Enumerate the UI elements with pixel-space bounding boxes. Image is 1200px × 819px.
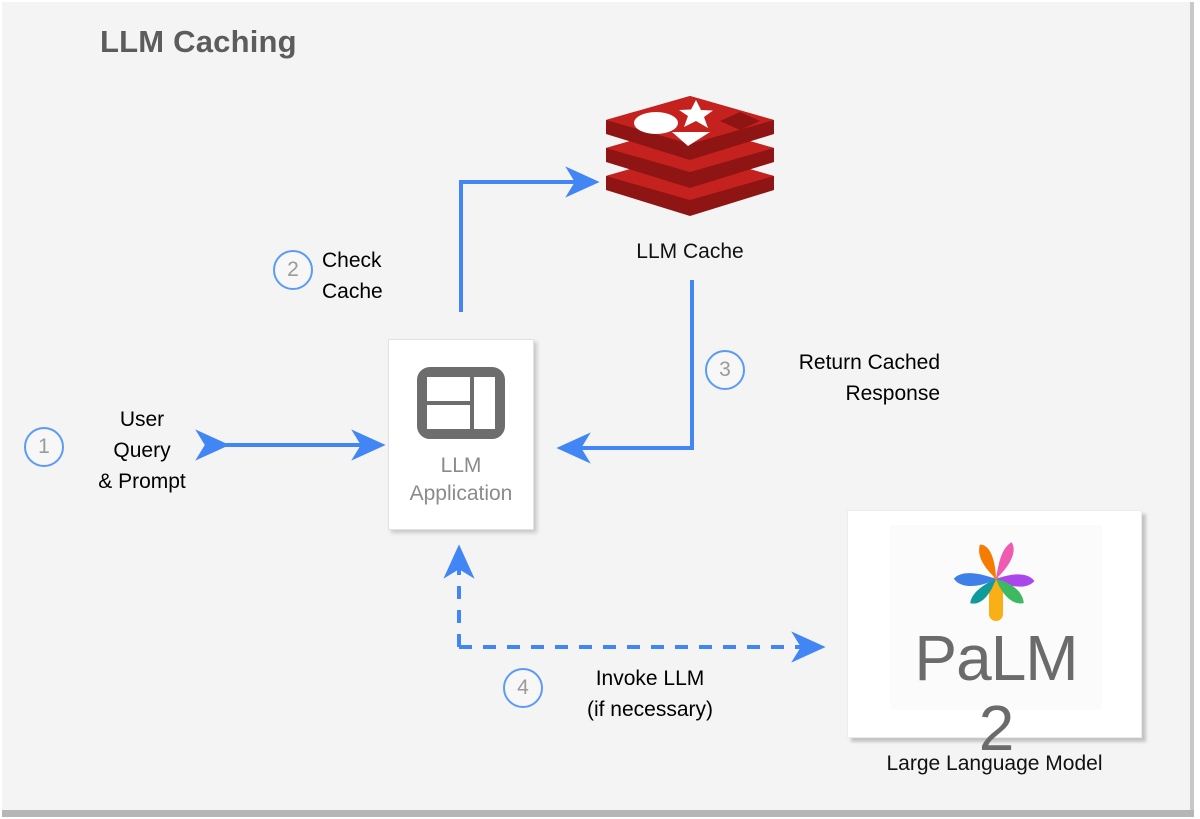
arrow-return-cached-response — [556, 280, 694, 464]
redis-logo-icon — [600, 90, 780, 220]
page-edge — [1190, 2, 1194, 812]
palm-wordmark: PaLM 2 — [914, 622, 1078, 764]
llm-application-node[interactable]: LLM Application — [388, 339, 534, 530]
llm-cache-caption: LLM Cache — [636, 240, 744, 263]
palm-pinwheel-logo-icon — [953, 542, 1035, 621]
step-number-3: 3 — [705, 350, 745, 390]
step-number-4: 4 — [503, 668, 543, 708]
app-window-layout-icon — [417, 367, 505, 439]
step-number-1: 1 — [24, 427, 64, 467]
step-number-2: 2 — [273, 250, 313, 290]
llm-application-caption: LLM Application — [409, 454, 513, 505]
step-label-invoke-llm: Invoke LLM (if necessary) — [586, 667, 714, 721]
arrow-invoke-llm — [443, 544, 826, 663]
step-label-check-cache: Check Cache — [322, 249, 383, 303]
step-label-return-cached-response: Return Cached Response — [798, 351, 940, 405]
arrow-check-cache — [459, 166, 600, 312]
large-language-model-caption: Large Language Model — [886, 752, 1103, 775]
large-language-model-node[interactable]: PaLM 2 — [847, 510, 1142, 763]
step-label-user-query: User Query & Prompt — [98, 408, 186, 493]
page-title: LLM Caching — [100, 24, 297, 59]
